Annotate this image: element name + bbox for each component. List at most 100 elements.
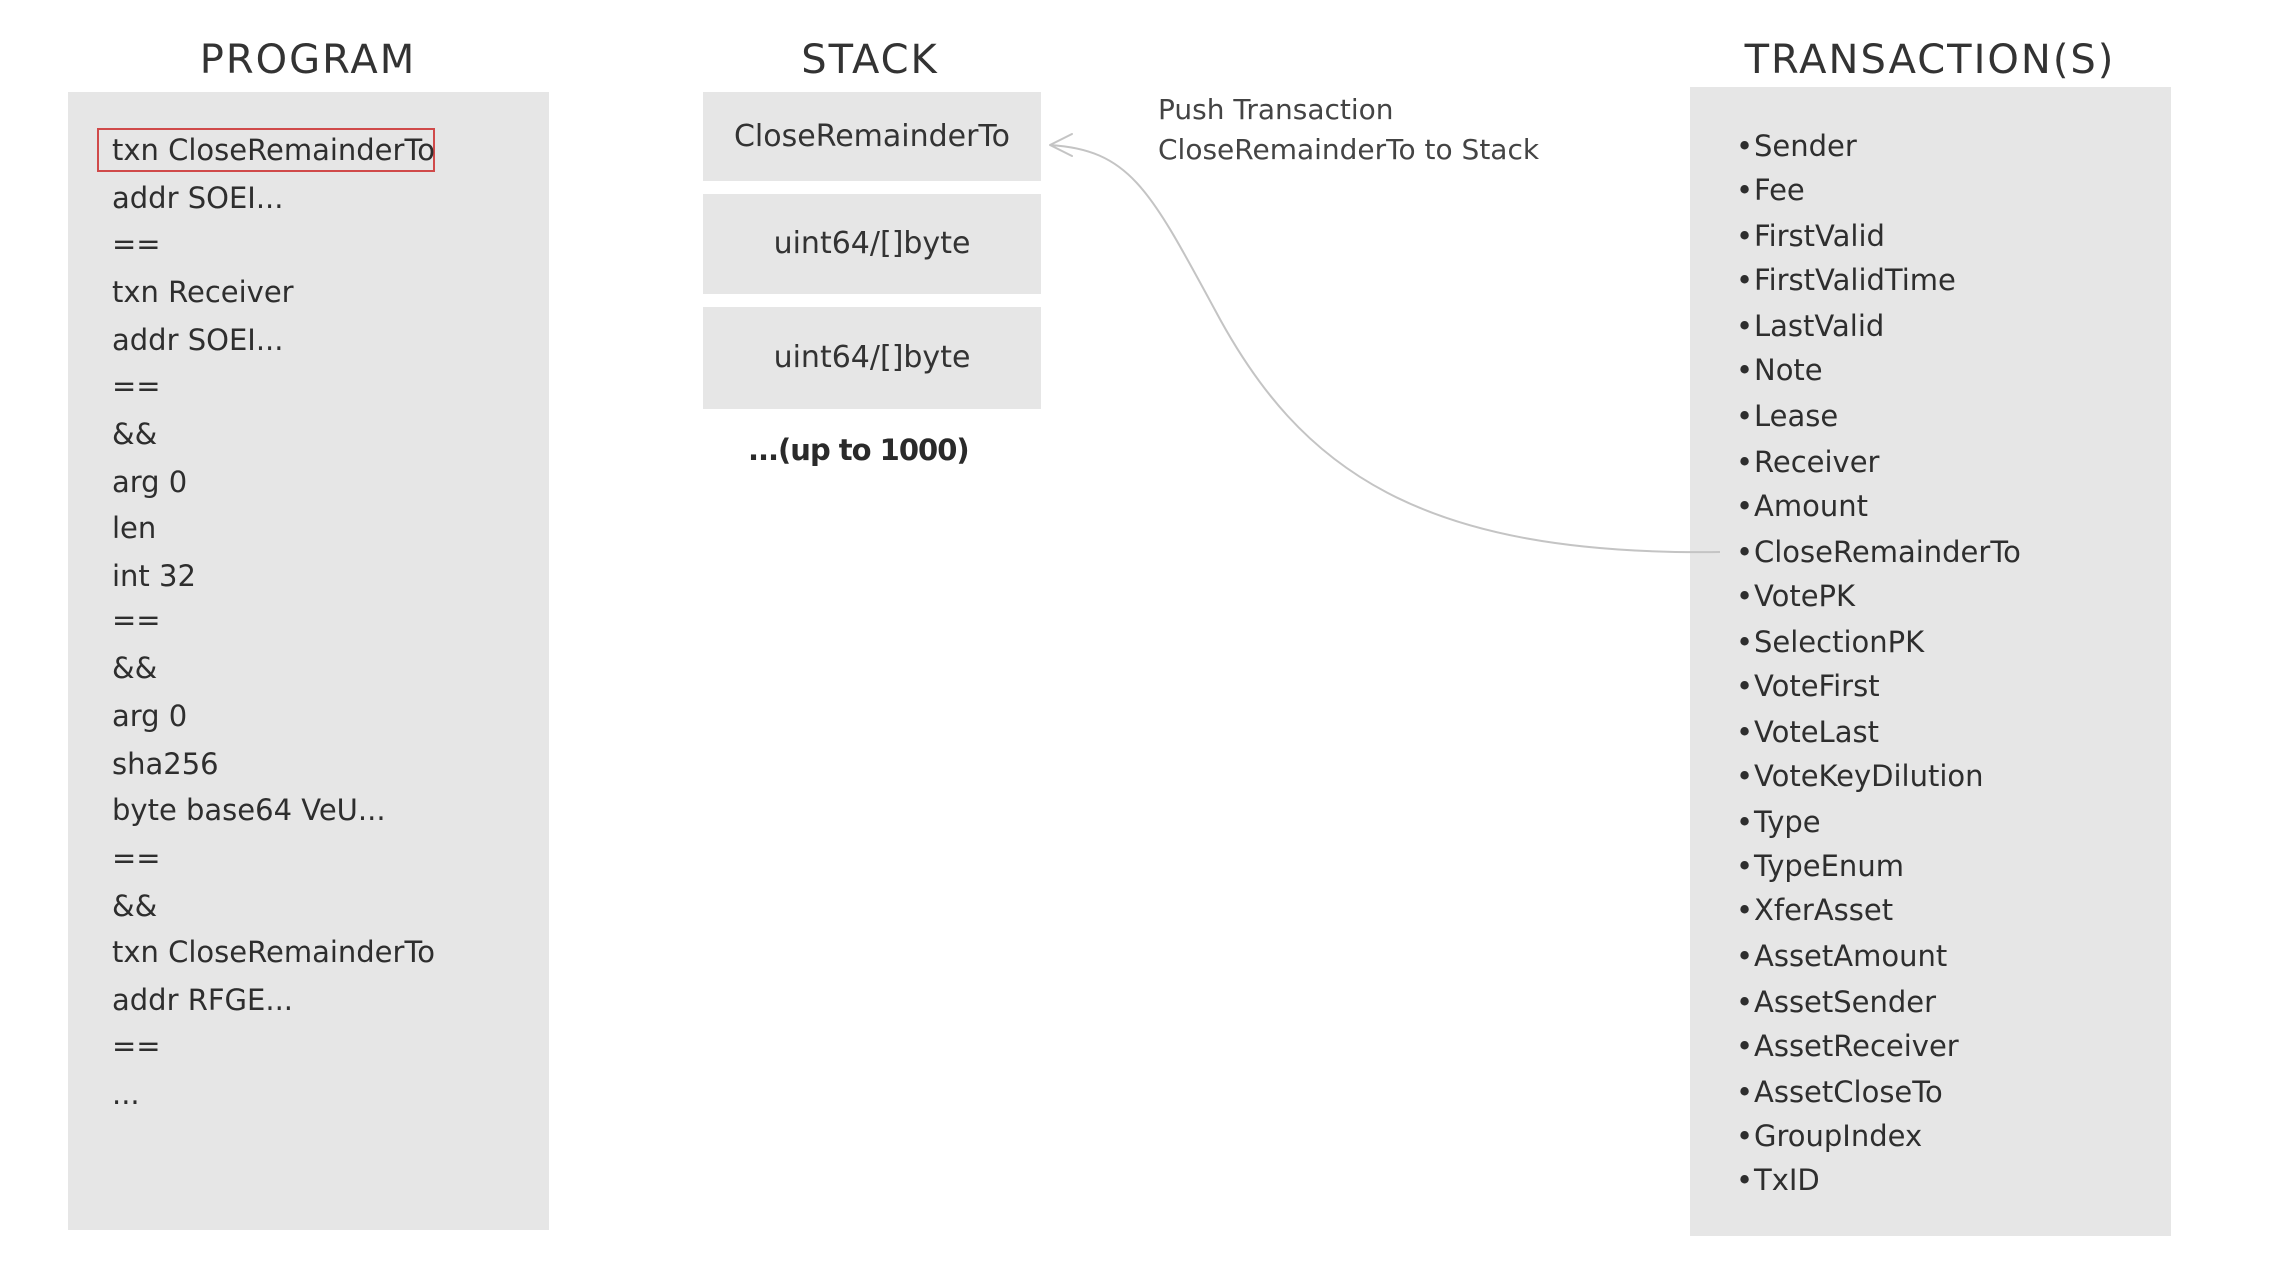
bullet-icon: • [1736,1029,1754,1063]
transactions-heading: TRANSACTION(S) [1744,37,2116,83]
bullet-icon: • [1736,579,1754,613]
push-arrow-curve [1049,144,1721,554]
bullet-icon: • [1736,535,1754,569]
arrow-head-icon [1049,133,1073,157]
transaction-field-label: XferAsset [1754,893,1894,927]
program-line: == [112,227,161,261]
transaction-field-label: GroupIndex [1754,1119,1923,1153]
transaction-field-label: Amount [1754,489,1868,523]
program-line: addr SOEI... [112,181,284,215]
transaction-field: •XferAsset [1736,888,1893,932]
transaction-field-label: TxID [1754,1163,1820,1197]
transaction-field: •LastValid [1736,304,1884,348]
bullet-icon: • [1736,219,1754,253]
bullet-icon: • [1736,893,1754,927]
bullet-icon: • [1736,129,1754,163]
transaction-field-label: Type [1754,805,1821,839]
transaction-field: •CloseRemainderTo [1736,530,2021,574]
bullet-icon: • [1736,805,1754,839]
transaction-field-label: Fee [1754,173,1805,207]
bullet-icon: • [1736,173,1754,207]
bullet-icon: • [1736,309,1754,343]
transaction-field-label: LastValid [1754,309,1885,343]
transaction-field: •VoteLast [1736,710,1879,754]
transaction-field-label: AssetSender [1754,985,1937,1019]
stack-capacity-note: ...(up to 1000) [748,433,970,467]
program-line: arg 0 [112,699,188,733]
transaction-field-label: VoteLast [1754,715,1879,749]
transaction-field-label: AssetCloseTo [1754,1075,1943,1109]
transaction-field-label: VoteKeyDilution [1754,759,1984,793]
program-line: && [112,417,158,451]
transaction-field: •FirstValidTime [1736,258,1956,302]
program-line: arg 0 [112,465,188,499]
transaction-field: •AssetAmount [1736,934,1947,978]
program-line: txn CloseRemainderTo [112,935,435,969]
bullet-icon: • [1736,1119,1754,1153]
stack-cell: uint64/[]byte [703,194,1041,294]
transaction-field-label: AssetAmount [1754,939,1948,973]
program-line: ... [112,1077,140,1111]
bullet-icon: • [1736,939,1754,973]
stack-cell-top: CloseRemainderTo [703,92,1041,181]
program-line: == [112,369,161,403]
program-line: addr RFGE... [112,983,294,1017]
transaction-field: •AssetSender [1736,980,1936,1024]
bullet-icon: • [1736,625,1754,659]
bullet-icon: • [1736,715,1754,749]
bullet-icon: • [1736,669,1754,703]
transaction-field-label: Lease [1754,399,1839,433]
transaction-field-label: SelectionPK [1754,625,1925,659]
transaction-field: •Note [1736,348,1823,392]
program-line: == [112,603,161,637]
bullet-icon: • [1736,399,1754,433]
transaction-field: •Fee [1736,168,1805,212]
program-line: && [112,651,158,685]
transaction-field: •VoteKeyDilution [1736,754,1984,798]
bullet-icon: • [1736,353,1754,387]
transaction-field: •TypeEnum [1736,844,1904,888]
stack-heading: STACK [801,37,939,83]
bullet-icon: • [1736,445,1754,479]
program-line: addr SOEI... [112,323,284,357]
program-line: && [112,889,158,923]
transaction-field-label: VoteFirst [1754,669,1880,703]
transaction-field: •SelectionPK [1736,620,1924,664]
transaction-field-label: FirstValidTime [1754,263,1956,297]
current-instruction-highlight [97,128,435,172]
annotation-line-1: Push Transaction [1158,93,1394,126]
transaction-field-label: Receiver [1754,445,1880,479]
transaction-field-label: FirstValid [1754,219,1885,253]
program-line: byte base64 VeU... [112,793,386,827]
transaction-field-label: CloseRemainderTo [1754,535,2021,569]
program-line: txn CloseRemainderTo [112,133,435,167]
program-line: == [112,841,161,875]
transaction-field: •VoteFirst [1736,664,1880,708]
transaction-field: •Receiver [1736,440,1879,484]
transaction-panel [1690,87,2171,1236]
annotation-line-2: CloseRemainderTo to Stack [1158,133,1540,166]
program-line: sha256 [112,747,219,781]
program-line: len [112,511,157,545]
bullet-icon: • [1736,1075,1754,1109]
program-heading: PROGRAM [199,37,417,83]
bullet-icon: • [1736,849,1754,883]
program-line: txn Receiver [112,275,294,309]
program-panel [68,92,549,1230]
transaction-field: •Amount [1736,484,1868,528]
transaction-field: •Lease [1736,394,1838,438]
bullet-icon: • [1736,1163,1754,1197]
transaction-field-label: AssetReceiver [1754,1029,1959,1063]
transaction-field: •Sender [1736,124,1857,168]
transaction-field-label: VotePK [1754,579,1856,613]
bullet-icon: • [1736,985,1754,1019]
bullet-icon: • [1736,263,1754,297]
transaction-field-label: Note [1754,353,1823,387]
transaction-field-label: Sender [1754,129,1857,163]
program-line: == [112,1029,161,1063]
transaction-field: •AssetReceiver [1736,1024,1959,1068]
transaction-field: •TxID [1736,1158,1820,1202]
stack-cell: uint64/[]byte [703,307,1041,409]
transaction-field: •GroupIndex [1736,1114,1922,1158]
transaction-field: •Type [1736,800,1821,844]
